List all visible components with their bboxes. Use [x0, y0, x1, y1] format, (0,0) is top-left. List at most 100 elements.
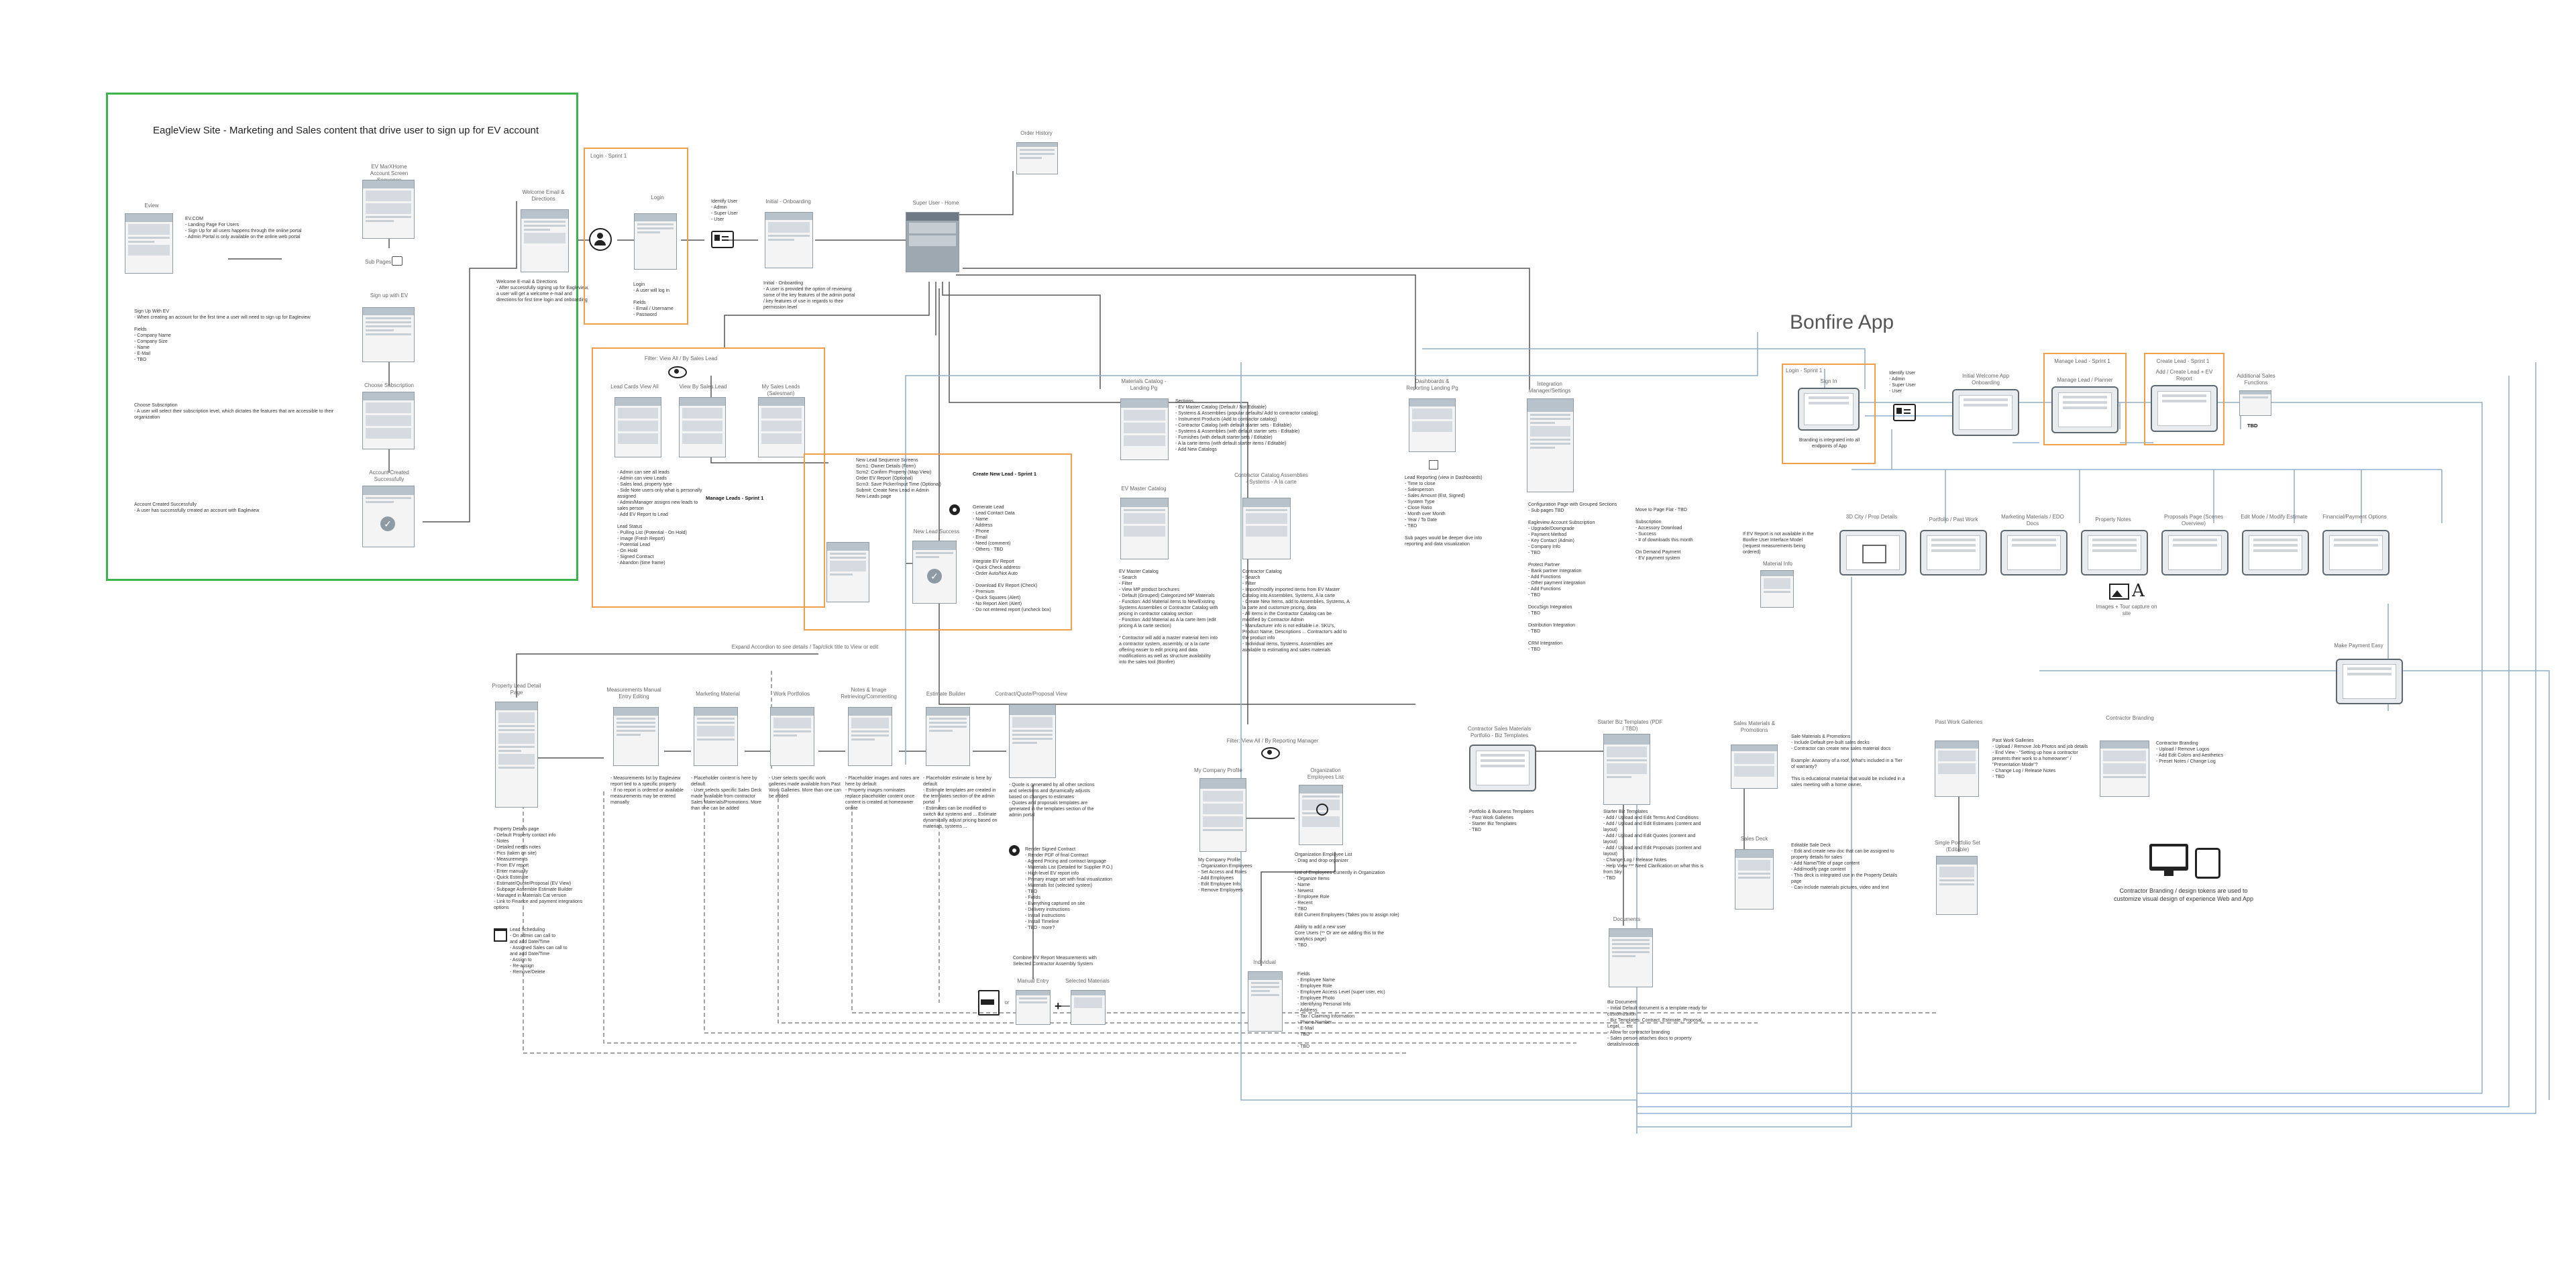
bonfire-login-frame-label: Login - Sprint 1: [1786, 368, 1823, 374]
screen-label-login: Login: [651, 195, 664, 201]
screen-label-integrations: Integration Manager/Settings: [1528, 381, 1571, 394]
tablet-3d-city: [1839, 530, 1907, 575]
create-lead-title: Create New Lead - Sprint 1: [973, 471, 1037, 477]
screen-label-leads-all: Lead Cards View All: [610, 384, 659, 390]
screen-label-master-catalog: EV Master Catalog: [1121, 486, 1167, 492]
screen-label-contract-quote: Contract/Quote/Proposal View: [995, 691, 1067, 697]
screen-label-bonfire-welcome: Initial Welcome App Onboarding: [1962, 373, 2010, 386]
sub-pages-label: Sub Pages: [365, 259, 392, 265]
note-dashboards: Lead Reporting (view in Dashboards) - Ti…: [1405, 476, 1483, 547]
screen-onboarding: [765, 212, 813, 268]
note-contractor-catalog: Contractor Catalog - Search - Filter - I…: [1242, 569, 1350, 653]
tablet-welcome: [1952, 389, 2019, 436]
sub-pages-icon: [1429, 460, 1438, 470]
screen-label-bonfire-card-0: 3D City / Prop Details: [1845, 514, 1898, 520]
screen-label-evcom: Eview: [144, 203, 159, 209]
note-notes-images: - Placeholder images and notes are here …: [845, 776, 920, 811]
gear-icon: [949, 504, 960, 515]
screen-label-bonfire-card-5: Edit Mode / Modify Estimate: [2241, 514, 2308, 520]
note-contractor-branding: Contractor Branding - Upload / Remove Lo…: [2156, 741, 2223, 764]
note-editable-deck: Editable Sale Deck - Edit and create new…: [1791, 843, 1898, 890]
screen-label-bonfire-card-1: Portfolio / Past Work: [1929, 516, 1978, 523]
screen-label-leads-by-sales: View By Sales Lead: [679, 384, 727, 390]
screen-label-portfolio-templates: Contractor Sales Materials Portfolio - B…: [1467, 726, 1532, 738]
screen-label-bonfire-card-4: Proposals Page (Scenes Overview): [2163, 514, 2224, 527]
login-frame-label: Login - Sprint 1: [590, 153, 627, 159]
tablet-signin: [1798, 388, 1860, 431]
note-starter-templates: Starter Biz Templates - Add / Upload and…: [1603, 810, 1704, 881]
screen-individual: [1248, 971, 1283, 1032]
login-sprint-frame: [584, 148, 688, 325]
screen-label-org-list: Organization Employees List: [1307, 767, 1344, 780]
tablet-portfolio-templates: [1469, 745, 1536, 791]
screen-past-work: [1935, 741, 1979, 797]
screen-notes-images: [848, 707, 892, 766]
id-card-icon: [1893, 404, 1916, 421]
note-bonfire-identify: Identify User - Admin - Super User - Use…: [1889, 371, 1916, 394]
note-create-lead-sequence: New Lead Sequence Screens Scrn1: Owner D…: [856, 458, 941, 499]
site-marketing-frame: [106, 93, 578, 581]
note-onboarding: Initial - Onboarding - A user is provide…: [763, 281, 855, 310]
screen-new-lead-form: [826, 542, 869, 602]
screen-label-individual: Individual: [1253, 959, 1276, 965]
screen-material-info: [1760, 570, 1794, 608]
screen-label-my-leads: My Sales Leads (Salesman): [761, 384, 800, 396]
screen-contractor-branding: [2100, 741, 2149, 797]
screen-sales-deck: [1735, 849, 1774, 910]
screen-materials-catalog: [1120, 398, 1169, 460]
check-circle-icon: ✓: [380, 516, 395, 531]
screen-label-dashboards: Dashboards & Reporting Landing Pg: [1406, 378, 1458, 391]
screen-label-bonfire-card-3: Property Notes: [2095, 516, 2131, 523]
screen-contractor-catalog: [1242, 498, 1291, 559]
or-label: or: [1004, 999, 1010, 1005]
check-circle-icon: ✓: [927, 569, 942, 584]
label-images-tour: Images + Tour capture on site: [2096, 604, 2157, 616]
note-contract-quote: - Quote is generated by all other sectio…: [1009, 783, 1095, 818]
tablet-manage-lead: [2051, 386, 2118, 433]
note-biz-document: Biz Document - Initial Default document …: [1607, 1000, 1707, 1047]
screen-label-single-portfolio: Single Portfolio Set (Editable): [1934, 840, 1981, 853]
note-choose-subscription: Choose Subscription - A user will select…: [134, 403, 334, 420]
create-lead-frame: [804, 453, 1072, 630]
screen-label-make-payment: Make Payment Easy: [2334, 643, 2383, 649]
screen-estimate-builder: [926, 707, 970, 766]
screen-label-bonfire-card-2: Marketing Materials / EDO Docs: [2001, 514, 2064, 527]
screen-label-account-created: Account Created Successfully: [369, 470, 409, 482]
note-work-portfolios: - User selects specific work galleries m…: [769, 776, 842, 799]
screen-label-documents: Documents: [1613, 916, 1641, 922]
screen-master-catalog: [1120, 498, 1169, 559]
screen-label-new-lead-success: New Lead Success: [913, 529, 960, 535]
screen-sales-materials: [1731, 745, 1778, 789]
gear-icon: [1009, 845, 1020, 856]
note-sales-materials: Sale Materials & Promotions - Include De…: [1791, 734, 1905, 787]
note-bonfire-branding: Branding is integrated into all endpoint…: [1799, 438, 1860, 449]
bonfire-manage-frame: [2043, 353, 2127, 445]
screen-label-create-lead: Add / Create Lead + EV Report: [2155, 369, 2213, 382]
note-account-created: Account Created Successfully - A user ha…: [134, 502, 260, 513]
bonfire-manage-frame-label: Manage Lead - Sprint 1: [2054, 358, 2110, 364]
screen-welcome-email: [521, 209, 569, 272]
eye-icon: [1261, 747, 1280, 759]
note-move-to-page-flat: Move to Page Flat - TBD Subscription - A…: [1635, 508, 1693, 561]
screen-label-material-info: Material Info: [1762, 561, 1793, 567]
screen-order-history: [1016, 142, 1058, 174]
screen-company-profile: [1199, 778, 1246, 852]
pdf-document-icon: [978, 990, 1000, 1016]
screen-label-property-lead: Property Lead Detail Page: [492, 683, 541, 696]
calendar-icon: [494, 928, 507, 942]
tablet-make-payment: [2336, 659, 2403, 704]
note-property-details: Property Details page - Default Property…: [494, 827, 583, 910]
tablet-portfolio: [1920, 530, 1987, 575]
screen-label-order-history: Order History: [1020, 130, 1053, 136]
bonfire-create-frame: [2144, 353, 2224, 445]
screen-my-leads: [758, 397, 805, 457]
screen-property-lead: [495, 702, 538, 808]
screen-selected-materials: [1071, 990, 1106, 1025]
id-card-icon: [711, 231, 734, 248]
tablet-edit-estimate: [2242, 530, 2309, 575]
user-avatar-icon: [1316, 804, 1328, 816]
screen-measurements: [613, 707, 659, 766]
screen-marketing-sequence: [362, 180, 415, 239]
screen-label-selected-materials: Selected Materials: [1065, 978, 1110, 984]
screen-label-measurements: Measurements Manual Entry Editing: [606, 687, 661, 700]
